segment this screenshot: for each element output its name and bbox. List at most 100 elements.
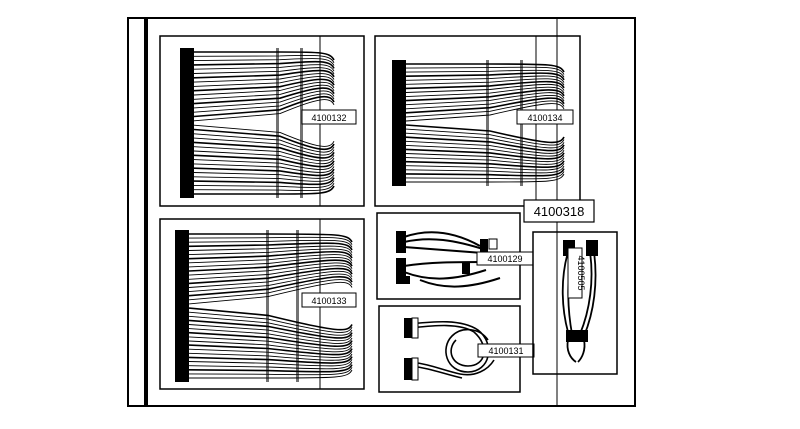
- label-box: [301, 109, 357, 125]
- wire: [193, 154, 335, 168]
- wire: [193, 133, 335, 153]
- wire: [405, 140, 565, 154]
- wire: [193, 150, 335, 165]
- wire: [405, 157, 565, 165]
- wire: [189, 369, 353, 379]
- wire: [406, 173, 565, 183]
- part-number-4100133: 4100133: [311, 296, 346, 306]
- wire: [193, 95, 335, 118]
- wire: [188, 319, 353, 339]
- label-box: [523, 199, 595, 223]
- wire: [188, 364, 353, 373]
- wire: [188, 254, 353, 264]
- wire: [193, 58, 335, 66]
- wire: [188, 315, 353, 336]
- wire: [405, 163, 565, 171]
- wire: [193, 90, 335, 109]
- panel-4100133: 4100133: [159, 218, 365, 390]
- wire-bundle: [405, 60, 565, 186]
- wire: [406, 63, 565, 73]
- connector-plug: [411, 357, 419, 381]
- wire: [405, 75, 565, 83]
- panel-frame: [374, 35, 581, 207]
- wire: [193, 67, 335, 75]
- wire: [193, 60, 335, 69]
- wire: [193, 73, 335, 83]
- wire-tie: [296, 230, 299, 382]
- panel-4100129: 4100129: [376, 212, 534, 300]
- connector: [404, 358, 412, 380]
- connector: [396, 276, 410, 284]
- wire: [193, 182, 335, 192]
- wire-bundle: [188, 230, 353, 382]
- panel-4100134: 4100134: [374, 35, 581, 207]
- wire: [188, 344, 353, 356]
- wire-tie: [276, 48, 279, 198]
- wire: [188, 265, 353, 280]
- harness-label: 4100131: [477, 343, 535, 358]
- wire: [405, 153, 565, 163]
- connector: [480, 239, 488, 253]
- wire: [193, 93, 335, 113]
- label-box: [567, 247, 583, 299]
- wire-tie: [486, 60, 489, 186]
- wire: [405, 80, 565, 90]
- panel-frame: [532, 231, 618, 375]
- wire: [405, 78, 565, 86]
- part-number-4100132: 4100132: [311, 113, 346, 123]
- wire: [193, 167, 335, 177]
- wire: [193, 87, 335, 105]
- wire: [193, 64, 335, 72]
- wire: [188, 236, 353, 245]
- wire: [405, 94, 565, 110]
- connector: [566, 330, 588, 342]
- wire: [405, 171, 565, 180]
- connector: [462, 262, 470, 274]
- wire: [193, 81, 335, 96]
- wire: [193, 171, 335, 179]
- wire: [405, 136, 565, 152]
- wire: [193, 69, 335, 79]
- part-number-4100505: 4100505: [576, 255, 586, 290]
- wire: [405, 160, 565, 169]
- harness-label: 4100132: [301, 109, 357, 125]
- wire: [193, 141, 335, 159]
- wire: [193, 146, 335, 162]
- wire: [405, 165, 565, 174]
- wire: [188, 270, 353, 288]
- wire: [188, 356, 353, 364]
- wire: [193, 159, 335, 170]
- harness-label: 4100134: [516, 109, 574, 125]
- label-box: [477, 343, 535, 358]
- wire: [188, 245, 353, 253]
- part-number-4100129: 4100129: [487, 254, 522, 264]
- wire: [188, 273, 353, 293]
- wire: [405, 100, 565, 118]
- wire: [193, 76, 335, 87]
- kit-number-box: 4100318: [523, 199, 595, 223]
- label-box: [516, 109, 574, 125]
- wire: [188, 324, 353, 342]
- label-box: [301, 292, 357, 308]
- wire: [188, 250, 353, 260]
- wire: [193, 177, 335, 186]
- wire: [188, 259, 353, 272]
- connector: [396, 258, 406, 276]
- wire: [194, 51, 335, 61]
- wire: [405, 132, 565, 149]
- wire: [405, 86, 565, 98]
- part-number-4100131: 4100131: [488, 346, 523, 356]
- wire: [188, 281, 353, 305]
- wire: [193, 84, 335, 100]
- wire: [188, 267, 353, 285]
- wire: [405, 83, 565, 93]
- panel-frame: [159, 218, 365, 390]
- wire: [193, 163, 335, 173]
- wire: [188, 328, 353, 344]
- wire: [405, 103, 565, 122]
- wire: [193, 137, 335, 156]
- wire: [405, 128, 565, 146]
- wire: [405, 92, 565, 106]
